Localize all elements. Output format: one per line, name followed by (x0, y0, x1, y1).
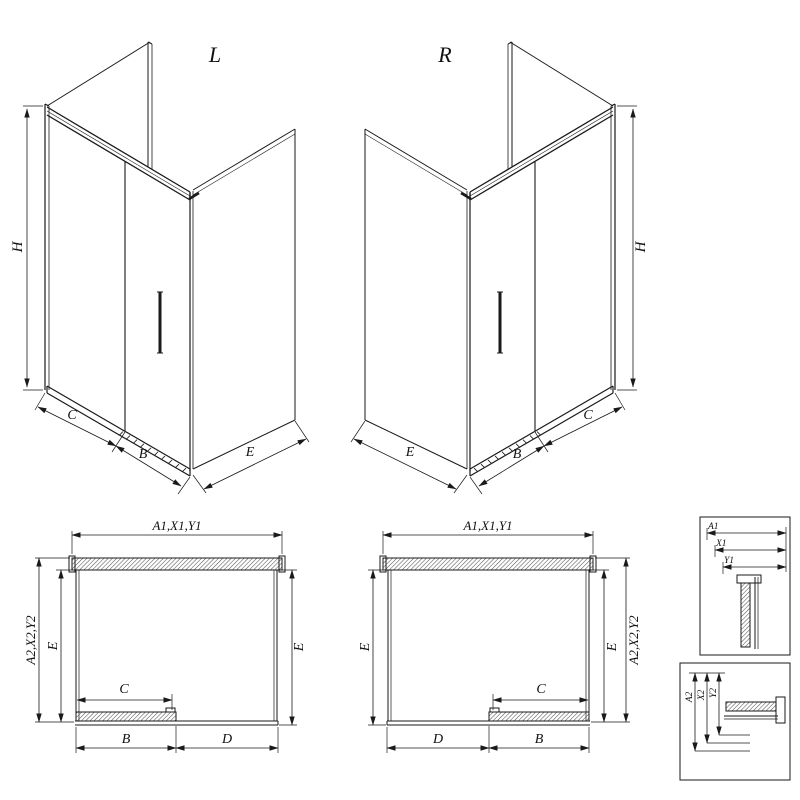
dim-label-a1-combo: A1,X1,Y1 (462, 518, 512, 533)
detail-label-x1: X1 (715, 539, 727, 549)
iso-view-left (23, 41, 310, 495)
wall-profile-section (725, 701, 777, 712)
detail-label-a1: A1 (707, 522, 719, 532)
view-label-left: L (208, 42, 221, 67)
plan-view-right (368, 531, 630, 753)
dim-label-h: H (633, 240, 649, 253)
detail-inset-top (699, 516, 791, 656)
dim-label-b: B (139, 447, 148, 462)
dim-label-e: E (46, 641, 61, 651)
plan-view-left (35, 531, 297, 753)
dim-label-c: C (536, 682, 546, 697)
dim-label-c: C (119, 682, 129, 697)
dim-label-e: E (405, 445, 415, 460)
dim-label-e: E (292, 642, 307, 652)
dim-label-d: D (221, 732, 232, 747)
dim-label-b: B (122, 732, 131, 747)
wall-profile-section (740, 582, 751, 648)
detail-box-border (679, 662, 791, 781)
dim-label-h: H (10, 240, 26, 253)
detail-label-y2: Y2 (709, 688, 719, 698)
detail-label-x2: X2 (697, 689, 707, 701)
dim-label-a2-combo: A2,X2,Y2 (626, 615, 641, 666)
dim-label-c: C (583, 408, 593, 423)
dim-label-e: E (358, 642, 373, 652)
iso-view-right (350, 41, 637, 495)
wall-bracket-section (736, 574, 762, 584)
dim-label-a2-combo: A2,X2,Y2 (23, 615, 38, 666)
dim-label-b: B (535, 732, 544, 747)
dim-label-c: C (67, 408, 77, 423)
dim-label-d: D (432, 732, 443, 747)
detail-inset-bottom (679, 662, 791, 781)
detail-label-y1: Y1 (724, 556, 734, 566)
detail-box-border (699, 516, 791, 656)
detail-label-a2: A2 (685, 691, 695, 703)
view-label-right: R (437, 42, 452, 67)
dim-label-e: E (245, 445, 255, 460)
wall-bracket-section (775, 696, 786, 724)
dim-label-a1-combo: A1,X1,Y1 (151, 518, 201, 533)
dim-label-b: B (513, 447, 522, 462)
dim-label-e: E (605, 642, 620, 652)
